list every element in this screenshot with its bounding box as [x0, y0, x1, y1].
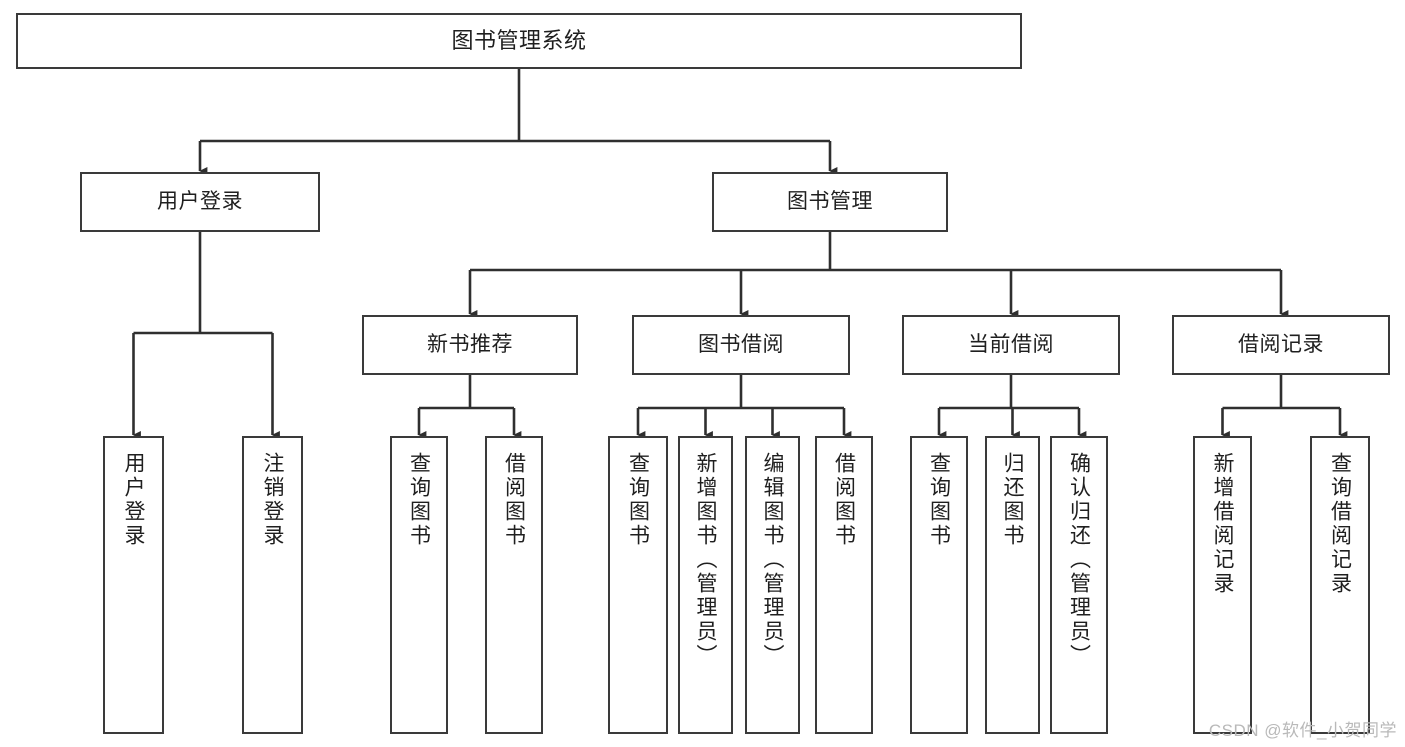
node-current-borrow[interactable]: 当前借阅 [902, 315, 1120, 375]
node-root[interactable]: 图书管理系统 [16, 13, 1022, 69]
node-label: 当前借阅 [968, 333, 1054, 357]
node-leaf-query-book-recommend[interactable]: 查询图书 [390, 436, 448, 734]
node-label: 借阅图书 [832, 452, 856, 548]
node-leaf-add-book-admin[interactable]: 新增图书（管理员） [678, 436, 733, 734]
node-label: 用户登录 [122, 452, 145, 548]
node-label: 新增借阅记录 [1211, 452, 1234, 596]
node-label: 图书管理系统 [451, 27, 587, 53]
watermark-label: CSDN @软件_小贺同学 [1208, 721, 1397, 740]
node-book-borrow[interactable]: 图书借阅 [632, 315, 850, 375]
node-label: 确认归还（管理员） [1067, 452, 1091, 668]
node-label: 新增图书（管理员） [694, 452, 717, 668]
node-label: 查询图书 [407, 452, 431, 548]
node-borrow-record[interactable]: 借阅记录 [1172, 315, 1390, 375]
node-leaf-logout-login[interactable]: 注销登录 [242, 436, 303, 734]
node-leaf-borrow-book-recommend[interactable]: 借阅图书 [485, 436, 543, 734]
node-label: 借阅图书 [502, 452, 526, 548]
node-label: 借阅记录 [1238, 333, 1324, 357]
node-label: 用户登录 [157, 190, 243, 214]
node-label: 编辑图书（管理员） [761, 452, 784, 668]
node-leaf-add-borrow-record[interactable]: 新增借阅记录 [1193, 436, 1252, 734]
node-label: 新书推荐 [427, 333, 513, 357]
node-label: 图书借阅 [698, 333, 784, 357]
node-label: 查询图书 [626, 452, 650, 548]
node-label: 查询借阅记录 [1328, 452, 1352, 596]
node-label: 归还图书 [1001, 452, 1024, 548]
node-leaf-return-book[interactable]: 归还图书 [985, 436, 1040, 734]
node-leaf-borrow-book[interactable]: 借阅图书 [815, 436, 873, 734]
node-leaf-query-book-borrow[interactable]: 查询图书 [608, 436, 668, 734]
node-leaf-edit-book-admin[interactable]: 编辑图书（管理员） [745, 436, 800, 734]
node-label: 注销登录 [261, 452, 284, 548]
node-leaf-confirm-return-admin[interactable]: 确认归还（管理员） [1050, 436, 1108, 734]
node-leaf-user-login[interactable]: 用户登录 [103, 436, 164, 734]
node-leaf-query-borrow-record[interactable]: 查询借阅记录 [1310, 436, 1370, 734]
node-label: 查询图书 [927, 452, 951, 548]
node-new-book-recommend[interactable]: 新书推荐 [362, 315, 578, 375]
node-leaf-query-book-current[interactable]: 查询图书 [910, 436, 968, 734]
node-label: 图书管理 [787, 190, 873, 214]
node-user-login[interactable]: 用户登录 [80, 172, 320, 232]
node-book-manage[interactable]: 图书管理 [712, 172, 948, 232]
